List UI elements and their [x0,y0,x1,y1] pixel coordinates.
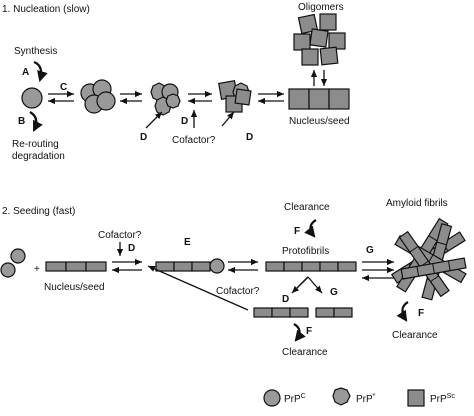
legend-prpc-label: PrPC [284,393,306,405]
nucleus-seed-label-2: Nucleus/seed [44,282,105,293]
seed-monomer-1 [10,248,26,264]
protofibrils-label: Protofibrils [282,246,329,257]
step-d4: D [128,243,135,254]
fragment-right [315,307,353,318]
step-d2: D [181,116,188,127]
legend: PrPC PrP* PrPSc [263,387,455,407]
nucleus-seed-bottom [45,261,107,272]
degradation-arrow [29,111,43,132]
monomer-prpc [21,87,43,109]
synthesis-label: Synthesis [14,46,57,57]
step-f1: F [294,226,300,237]
clearance-top-arrow [304,219,317,238]
nucleus-seed-top [288,88,350,110]
plus-sign: + [34,264,40,275]
cofactor-label-3: Cofactor? [216,286,260,297]
clearance-bottom-arrow [293,323,306,342]
step-d5: D [282,294,289,305]
degradation-label: degradation [12,151,65,162]
prpc-cluster [80,79,116,114]
elongating-seed [155,258,225,274]
oligomers-label: Oligomers [298,2,344,13]
clearance-right-label: Clearance [392,330,438,341]
step-d3: D [246,132,253,143]
fragment-left [253,307,309,318]
section2-title: 2. Seeding (fast) [2,206,75,217]
legend-prpstar-label: PrP* [356,393,376,405]
prpsc-small-aggregate [218,80,252,113]
cofactor-label-2: Cofactor? [98,230,142,241]
synthesis-arrow [33,60,48,83]
prp-star-cluster [150,82,181,116]
step-d1: D [140,132,147,143]
oligomer-cluster [293,13,346,66]
amyloid-fibrils-label: Amyloid fibrils [386,198,448,209]
step-a: A [22,67,29,78]
legend-prpsc-label: PrPSc [430,393,455,405]
step-b: B [18,116,25,127]
step-f2: F [306,326,312,337]
legend-prpstar-symbol [332,387,351,406]
section1-title: 1. Nucleation (slow) [2,4,90,15]
legend-prpc-symbol [263,389,281,407]
nucleus-seed-label-1: Nucleus/seed [289,116,350,127]
step-g1: G [330,287,338,298]
seed-monomer-2 [0,262,16,278]
step-c: C [60,82,67,93]
clearance-right-arrow [396,301,409,322]
amyloid-fibril-bundle [391,217,467,301]
step-e: E [184,237,191,248]
clearance-bottom-label: Clearance [282,347,328,358]
step-f3: F [418,308,424,319]
legend-prpsc-symbol [407,389,425,407]
protofibril-chain [265,261,357,272]
clearance-top-label: Clearance [284,202,330,213]
cofactor-label-1: Cofactor? [172,135,216,146]
rerouting-label: Re-routing [12,139,59,150]
step-g2: G [366,245,374,256]
